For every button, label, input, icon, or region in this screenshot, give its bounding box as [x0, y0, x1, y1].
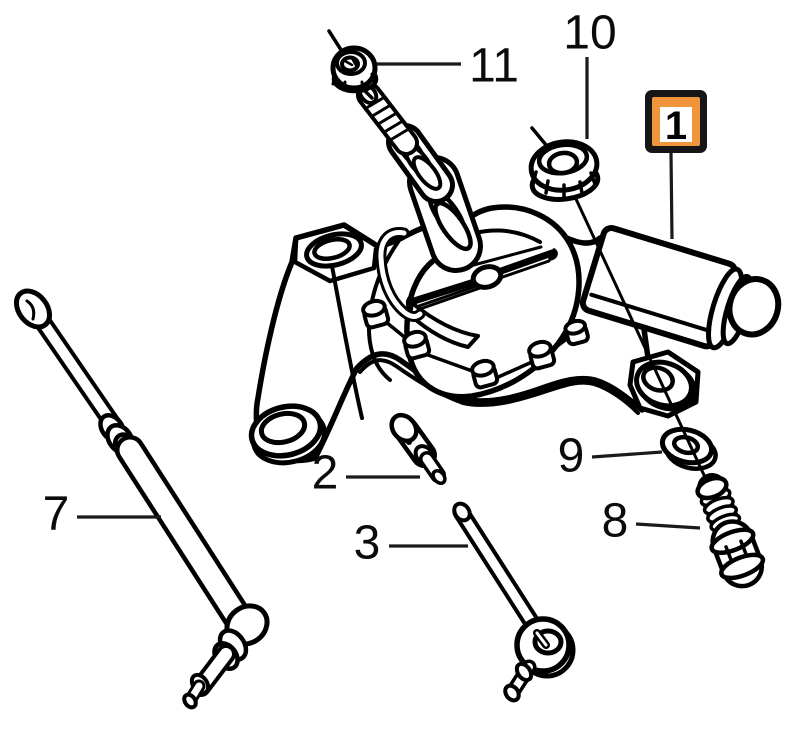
callout-1-leader	[669, 152, 674, 240]
motor-cylinder	[579, 224, 782, 351]
part-9-washer-drawing	[659, 426, 718, 471]
callout-11[interactable]: 11	[377, 40, 519, 93]
part-1-wiper-motor-assembly-drawing	[248, 82, 782, 466]
callout-10-label: 10	[563, 7, 616, 60]
callout-8[interactable]: 8	[602, 495, 701, 548]
callout-8-leader	[635, 522, 701, 530]
callout-8-label: 8	[602, 495, 629, 548]
part-10-flange-nut-drawing	[528, 126, 601, 202]
badge-inner-box	[660, 107, 692, 142]
washer-hole	[671, 434, 701, 456]
callout-3-label: 3	[354, 517, 381, 570]
part-7-linkage-rod-drawing	[13, 288, 270, 710]
callout-2-label: 2	[312, 447, 339, 500]
callout-11-label: 11	[469, 40, 519, 93]
part-8-bolt-drawing	[695, 473, 766, 589]
callout-9-leader	[591, 450, 663, 459]
callout-7-label: 7	[43, 488, 70, 541]
callout-9-label: 9	[558, 430, 585, 483]
callout-1-badge[interactable]: 1	[645, 90, 707, 240]
callout-10[interactable]: 10	[563, 7, 617, 140]
part-3-rod-drawing	[452, 501, 576, 703]
callout-9[interactable]: 9	[558, 430, 663, 483]
callout-1-label: 1	[665, 104, 687, 148]
callout-7[interactable]: 7	[43, 488, 161, 541]
callout-3[interactable]: 3	[354, 517, 468, 570]
callout-2[interactable]: 2	[312, 447, 420, 500]
part-11-nut-drawing	[327, 29, 379, 94]
motor-mounting-ear	[627, 349, 701, 419]
bracket-stud-nubs	[361, 298, 590, 390]
wiper-shaft	[356, 82, 483, 273]
part-2-pin-drawing	[389, 412, 447, 486]
